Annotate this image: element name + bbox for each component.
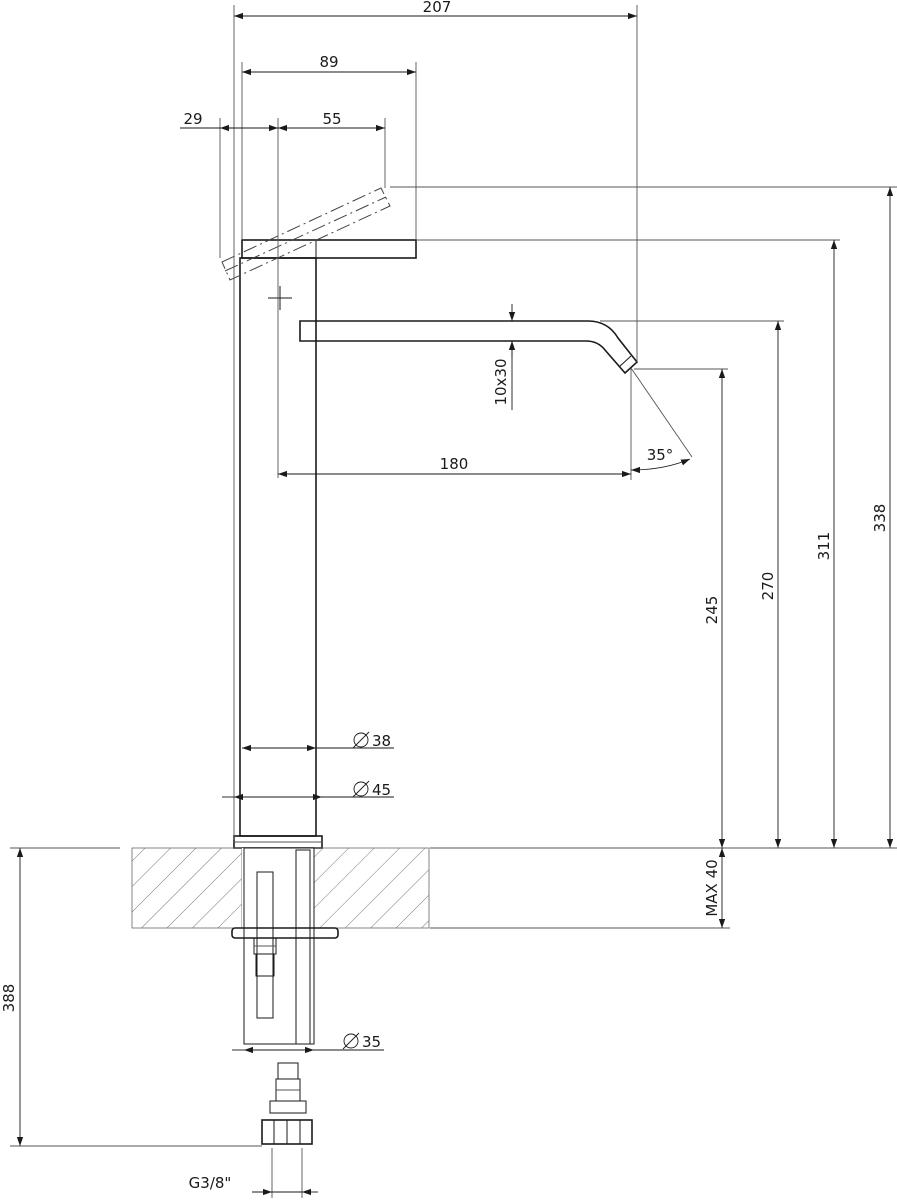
dim-label-g38: G3/8": [189, 1174, 232, 1192]
dim-label-180: 180: [440, 455, 469, 473]
phantom-lever-axis: [224, 196, 387, 272]
lever-axis-cross: [268, 286, 292, 310]
dim-body-diameter: 38: [242, 731, 394, 752]
diameter-icon: [352, 780, 370, 798]
dim-label-207: 207: [423, 0, 452, 16]
fitting-collar: [269, 1100, 307, 1114]
inner-tube: [295, 849, 311, 1045]
dim-label-d35: 35: [362, 1033, 381, 1051]
fixing-plate: [231, 927, 339, 939]
connection-fitting: [261, 1062, 313, 1145]
countertop-section: [131, 847, 430, 929]
dim-label-55: 55: [322, 110, 341, 128]
dim-label-35deg: 35°: [647, 446, 674, 464]
dim-base-diameter: 45: [222, 780, 394, 801]
dim-label-10x30: 10x30: [492, 358, 510, 405]
dim-total-width: 207: [233, 0, 638, 840]
phantom-lever-outline: [221, 187, 391, 281]
fitting-tube: [277, 1062, 299, 1080]
countertop-right: [313, 847, 430, 929]
lever-raised-phantom: [221, 187, 391, 281]
dim-label-89: 89: [319, 53, 338, 71]
dim-label-d38: 38: [372, 732, 391, 750]
dim-label-max40: MAX 40: [703, 859, 721, 916]
spout: [299, 320, 639, 375]
lever: [241, 239, 417, 259]
spout-outlet: [618, 355, 632, 368]
dim-lever-length: 89: [241, 53, 417, 240]
dim-connection-thread: G3/8": [189, 1148, 318, 1198]
dim-label-338: 338: [871, 504, 889, 533]
dim-heights: 338 311 270 245: [390, 186, 897, 849]
countertop-left: [131, 847, 243, 929]
dim-spout-angle: 35°: [630, 367, 693, 474]
lever-handle: [241, 239, 417, 259]
dim-spout-reach: 180: [278, 368, 632, 480]
dim-label-270: 270: [759, 572, 777, 601]
inner-rod: [256, 871, 274, 1019]
dim-label-d45: 45: [372, 781, 391, 799]
dim-lever-tilt: 29 55: [180, 110, 386, 478]
dim-label-388: 388: [0, 984, 18, 1013]
dim-deck-thickness: MAX 40: [430, 848, 730, 929]
dim-below-deck-length: 388: [0, 847, 262, 1147]
dim-label-29: 29: [183, 110, 202, 128]
countertop-hole: [242, 848, 314, 928]
threaded-insert: [255, 953, 275, 977]
dim-label-245: 245: [703, 596, 721, 625]
dim-shank-diameter: 35: [232, 1032, 384, 1054]
below-deck-assembly: [231, 847, 339, 1045]
dim-spout-section: 10x30: [492, 304, 516, 410]
diameter-icon: [342, 1032, 360, 1050]
diameter-icon: [352, 731, 370, 749]
spout-outline: [299, 320, 639, 375]
dim-label-311: 311: [815, 532, 833, 561]
shank: [243, 847, 315, 1045]
